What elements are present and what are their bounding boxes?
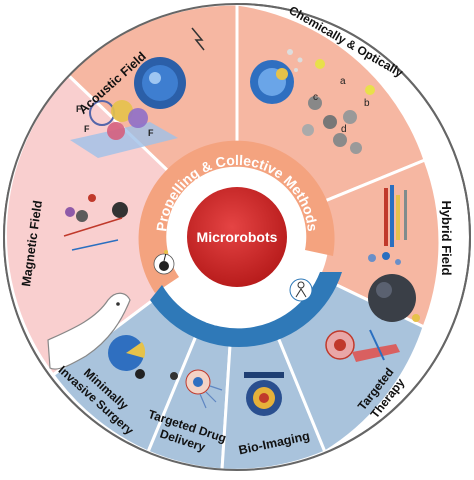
human-body-icon	[289, 278, 313, 302]
outer-border	[3, 3, 471, 471]
applications-ring	[150, 272, 342, 348]
bio-imaging-illustration	[244, 372, 284, 416]
robot-icon	[153, 250, 175, 275]
magnetic-field-illustration	[47, 194, 131, 370]
targeted-therapy-illustration	[325, 329, 400, 362]
center-disk	[187, 187, 287, 287]
method-label-hybrid: Hybrid Field	[439, 200, 454, 275]
chem-letter-a: a	[340, 76, 346, 87]
chem-letter-d: d	[341, 124, 347, 135]
acoustic-force-1: F	[76, 104, 82, 114]
chem-letter-c: c	[313, 92, 318, 103]
label-hybrid: Hybrid Field	[439, 200, 454, 275]
drug-delivery-illustration	[170, 369, 223, 409]
methods-ring	[138, 140, 335, 293]
hybrid-field-illustration	[368, 185, 420, 322]
acoustic-field-illustration: F F F	[70, 27, 205, 158]
acoustic-force-2: F	[84, 124, 90, 134]
chemical-optical-illustration: a b c d	[250, 49, 375, 154]
center-title: Microrobots	[197, 229, 278, 245]
acoustic-force-3: F	[148, 128, 154, 138]
surgery-illustration	[108, 335, 146, 379]
chem-letter-b: b	[364, 98, 370, 109]
